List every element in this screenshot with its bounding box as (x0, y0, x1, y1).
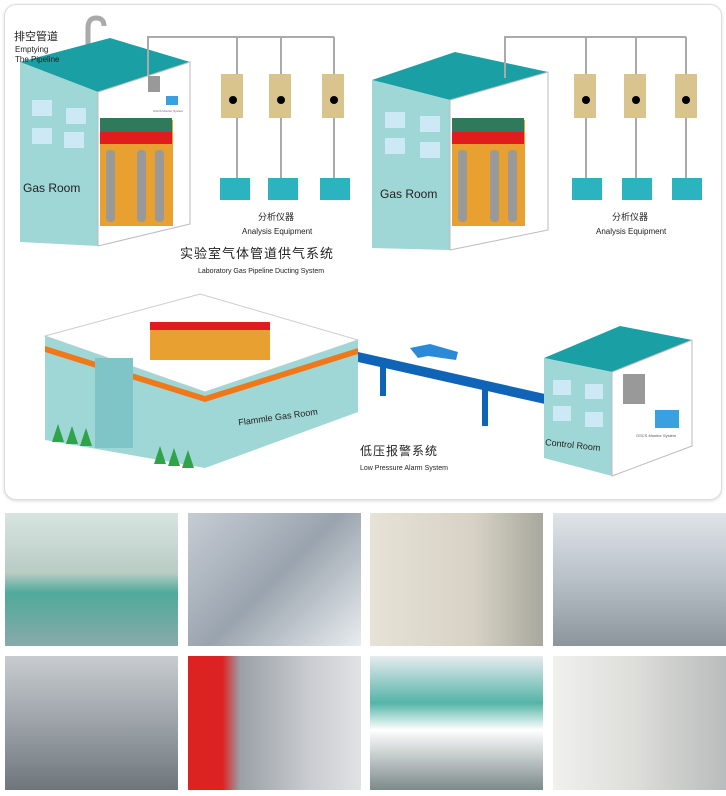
alarm-title-en: Low Pressure Alarm System (360, 465, 448, 472)
alarm-duct (358, 344, 545, 426)
gas-pipeline-diagram (20, 15, 702, 477)
photo-lab-analysis-instrument (188, 513, 361, 646)
gas-panels-right (572, 74, 702, 200)
system-title-cn: 实验室气体管道供气系统 (180, 247, 335, 262)
vent-en-2: The Pipeline (15, 55, 60, 64)
monitor-icon (655, 410, 679, 428)
flow-arrow-icon (410, 344, 458, 360)
monitor-label-top: GSCS Monitor System (153, 109, 184, 113)
vent-label-cn: 排空管道 (14, 30, 58, 43)
photo-lab-gas-panel-room (370, 513, 543, 646)
vent-en-1: Emptying (15, 45, 49, 54)
flammable-gas-room-building (43, 293, 360, 468)
tree-icons (52, 424, 194, 468)
system-title-en: Laboratory Gas Pipeline Ducting System (198, 268, 325, 275)
gas-room-left-label: Gas Room (23, 181, 81, 195)
photo-lab-fume-hood (553, 513, 726, 646)
gas-room-right-building (372, 52, 549, 251)
analysis-cn-left: 分析仪器 (258, 213, 295, 223)
analysis-en-left: Analysis Equipment (242, 227, 313, 236)
photo-gas-cylinders-red (188, 656, 361, 790)
control-room-building (544, 326, 693, 477)
alarm-title-cn: 低压报警系统 (360, 444, 439, 458)
photo-gas-regulator-panel (553, 656, 726, 790)
gas-room-right-label: Gas Room (380, 187, 438, 201)
vent-pipe-icon (85, 15, 107, 48)
gas-panels-left (220, 74, 350, 200)
analysis-en-right: Analysis Equipment (596, 227, 667, 236)
photo-lab-bench-cabinets (370, 656, 543, 790)
photo-gas-cylinder-room (5, 656, 178, 790)
gas-room-left-building (20, 38, 191, 247)
monitor-label-bottom: GSCS Monitor System (636, 433, 677, 438)
photo-lab-benches (5, 513, 178, 646)
analysis-cn-right: 分析仪器 (612, 213, 649, 223)
